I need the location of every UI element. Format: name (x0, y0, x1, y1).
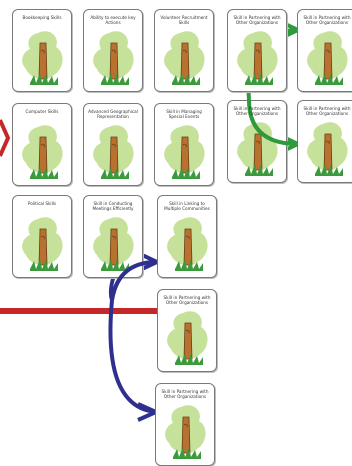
tree-trunk (39, 43, 47, 79)
skill-card-label: Political Skills (17, 201, 67, 206)
skill-card-label: Skill in Partnering with Other Organizat… (302, 106, 352, 117)
tree-trunk (254, 43, 262, 79)
skill-card-label: Ability to execute key Actions (88, 15, 138, 26)
blue-arrowhead-bottom (138, 404, 156, 420)
skill-card-label: Bookkeeping Skills (17, 15, 67, 20)
skill-card[interactable]: Skill in Partnering with Other Organizat… (297, 9, 352, 92)
skill-card-label: Skill in Partnering with Other Organizat… (302, 15, 352, 26)
skill-card-label: Skill in Partnering with Other Organizat… (162, 295, 212, 306)
blue-arrow-bottom (110, 300, 157, 412)
skill-card[interactable]: Skill in Partnering with Other Organizat… (157, 289, 217, 372)
skill-card[interactable]: Skill in Managing Special Events (154, 103, 214, 186)
skill-card[interactable]: Bookkeeping Skills (12, 9, 72, 92)
skill-card[interactable]: Skill in Partnering with Other Organizat… (227, 9, 287, 92)
skill-card-label: Volunteer Recruitment Skills (159, 15, 209, 26)
tree-trunk (184, 229, 192, 265)
tree-trunk (324, 43, 332, 79)
skill-card[interactable]: Computer Skills (12, 103, 72, 186)
skill-card[interactable]: Skill in Conducting Meetings Efficiently (83, 195, 143, 278)
skill-card[interactable]: Advanced Geographical Representation (83, 103, 143, 186)
skill-card-label: Advanced Geographical Representation (88, 109, 138, 120)
skill-card[interactable]: Ability to execute key Actions (83, 9, 143, 92)
skill-card[interactable]: Skill in Partnering with Other Organizat… (155, 383, 215, 466)
tree-trunk (254, 134, 262, 170)
tree-illustration (16, 107, 70, 184)
tree-trunk (110, 43, 118, 79)
tree-trunk (110, 229, 118, 265)
tree-illustration (16, 199, 70, 276)
tree-trunk (39, 137, 47, 173)
skill-card-label: Computer Skills (17, 109, 67, 114)
tree-trunk (324, 134, 332, 170)
tree-trunk (39, 229, 47, 265)
skill-card-label: Skill in Partnering with Other Organizat… (232, 106, 282, 117)
tree-trunk (181, 43, 189, 79)
red-arrow-computer-skills (0, 120, 8, 156)
skill-card[interactable]: Political Skills (12, 195, 72, 278)
skill-card-label: Skill in Linking to Multiple Communities (162, 201, 212, 212)
tree-illustration (16, 13, 70, 90)
tree-trunk (184, 323, 192, 359)
skill-card-label: Skill in Partnering with Other Organizat… (160, 389, 210, 400)
tree-trunk (110, 137, 118, 173)
skill-card[interactable]: Volunteer Recruitment Skills (154, 9, 214, 92)
tree-trunk (182, 417, 190, 453)
skill-card-label: Skill in Managing Special Events (159, 109, 209, 120)
skill-card-label: Skill in Partnering with Other Organizat… (232, 15, 282, 26)
skill-card[interactable]: Skill in Partnering with Other Organizat… (227, 100, 287, 183)
skill-card[interactable]: Skill in Partnering with Other Organizat… (297, 100, 352, 183)
skill-card-label: Skill in Conducting Meetings Efficiently (88, 201, 138, 212)
tree-trunk (181, 137, 189, 173)
skill-card[interactable]: Skill in Linking to Multiple Communities (157, 195, 217, 278)
